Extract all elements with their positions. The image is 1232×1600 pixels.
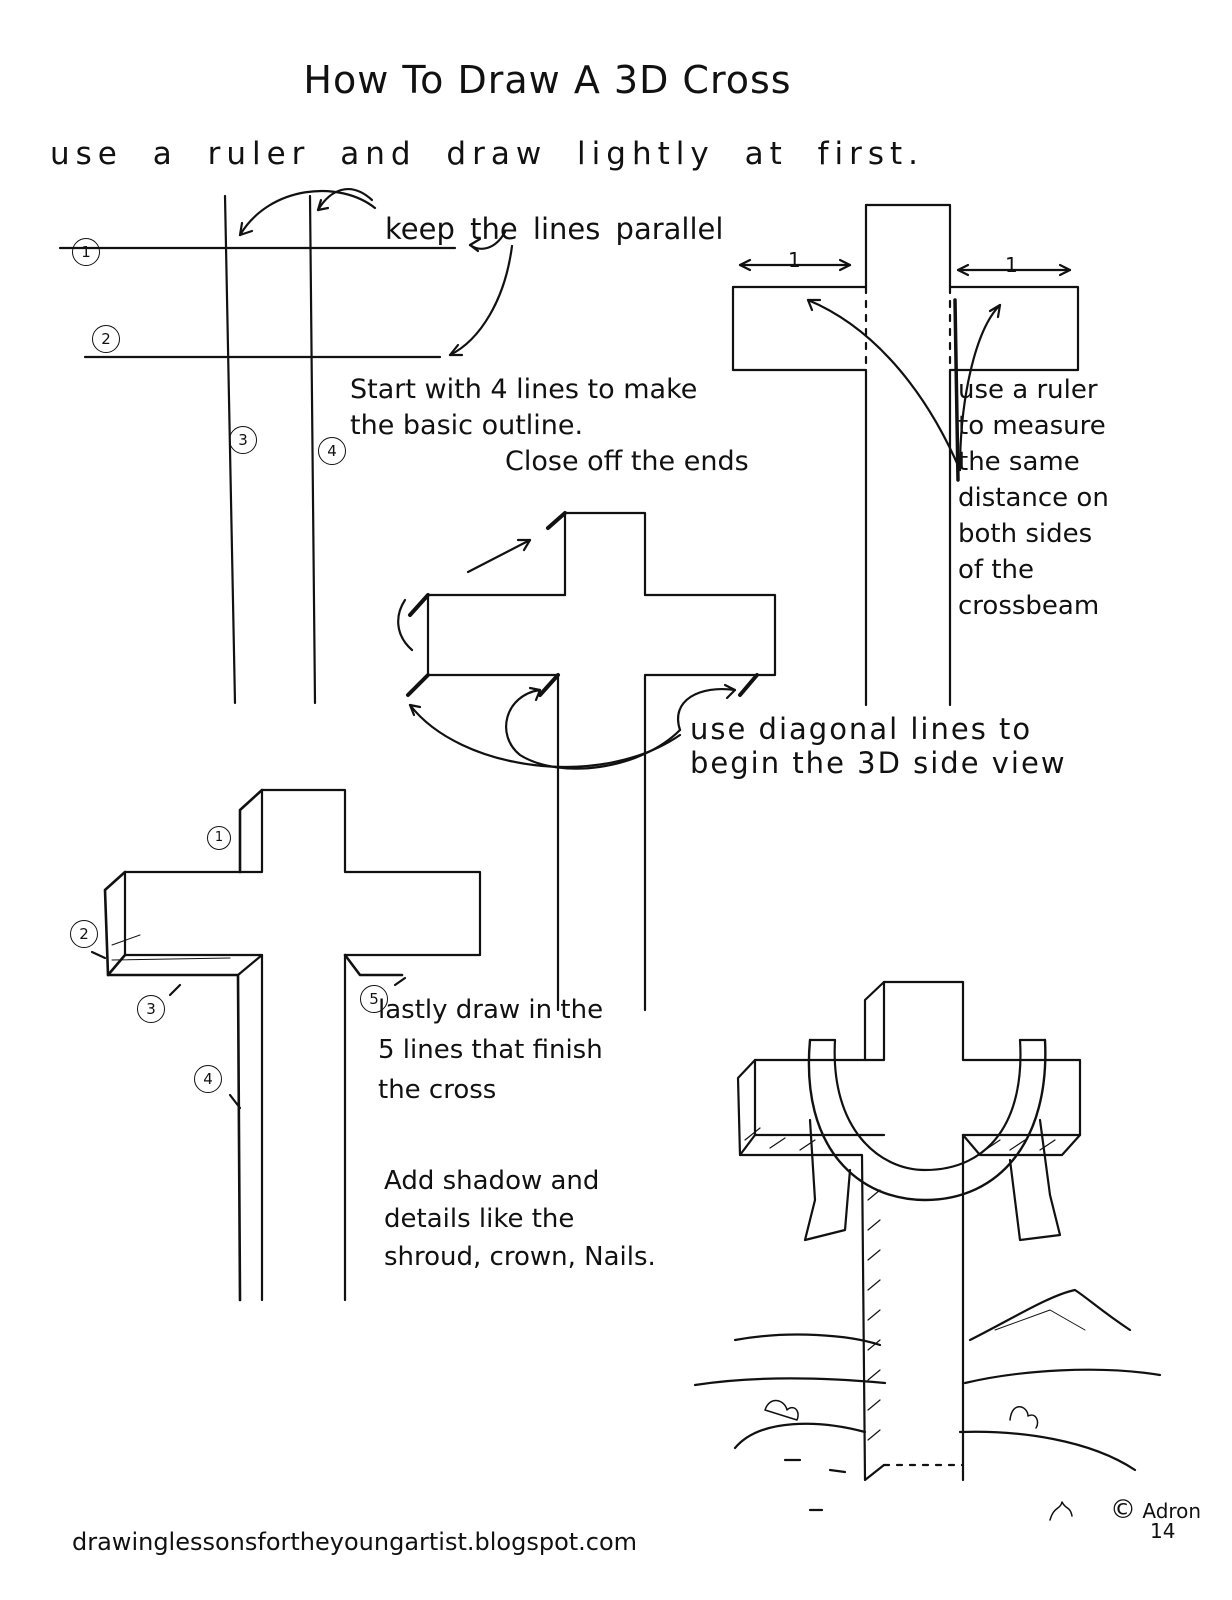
start-line-2: the basic outline. <box>350 410 584 441</box>
start-line-3: Close off the ends <box>505 446 749 477</box>
step1-number-2: 2 <box>92 325 120 353</box>
page-title: How To Draw A 3D Cross <box>303 58 792 102</box>
diagonal-line-2: begin the 3D side view <box>690 746 1067 780</box>
ruler-line: to measure <box>958 411 1106 441</box>
lastly-line: 5 lines that finish <box>378 1035 603 1065</box>
step1-number-3: 3 <box>229 426 257 454</box>
finished-cross-illustration <box>693 980 1162 1521</box>
ruler-line: the same <box>958 447 1080 477</box>
start-line-1: Start with 4 lines to make <box>350 374 698 405</box>
ruler-line: crossbeam <box>958 591 1100 621</box>
ruler-line: use a ruler <box>958 375 1098 405</box>
step4-3d-cross <box>90 788 482 1302</box>
step3-diagonal-cross <box>397 511 777 1012</box>
shadow-line: shroud, crown, Nails. <box>384 1242 656 1272</box>
shadow-line: details like the <box>384 1204 575 1234</box>
note-use-ruler: use a ruler to measure the same distance… <box>958 372 1208 624</box>
note-keep-parallel: keep the lines parallel <box>385 212 724 246</box>
copyright-symbol: © <box>1110 1495 1136 1525</box>
step4-number-3: 3 <box>137 995 165 1023</box>
intro-instruction: use a ruler and draw lightly at first. <box>50 136 925 172</box>
ruler-line: distance on <box>958 483 1109 513</box>
step4-number-2: 2 <box>70 920 98 948</box>
step1-number-4: 4 <box>318 437 346 465</box>
step4-number-4: 4 <box>194 1065 222 1093</box>
measure-label-left: 1 <box>788 248 801 272</box>
step1-four-lines <box>58 188 514 705</box>
note-lastly-five-lines: lastly draw in the 5 lines that finish t… <box>378 990 718 1110</box>
signature-name: Adron <box>1142 1499 1202 1523</box>
note-diagonal-lines: use diagonal lines to begin the 3D side … <box>690 712 1170 780</box>
step4-number-1: 1 <box>207 826 231 850</box>
signature-year: 14 <box>1150 1519 1176 1543</box>
step4-number-5: 5 <box>360 985 388 1013</box>
ruler-line: both sides <box>958 519 1093 549</box>
artist-signature: © Adron 14 <box>1110 1497 1202 1543</box>
note-start-four-lines: Start with 4 lines to make the basic out… <box>350 372 830 480</box>
lastly-line: lastly draw in the <box>378 995 604 1025</box>
step2-measured-cross <box>731 203 1080 707</box>
shadow-line: Add shadow and <box>384 1166 600 1196</box>
diagonal-line-1: use diagonal lines to <box>690 712 1033 746</box>
lastly-line: the cross <box>378 1075 497 1105</box>
step1-number-1: 1 <box>72 238 100 266</box>
measure-label-right: 1 <box>1005 253 1018 277</box>
footer-blog-url: drawinglessonsfortheyoungartist.blogspot… <box>72 1528 638 1556</box>
ruler-line: of the <box>958 555 1034 585</box>
note-add-shadow: Add shadow and details like the shroud, … <box>384 1162 704 1276</box>
